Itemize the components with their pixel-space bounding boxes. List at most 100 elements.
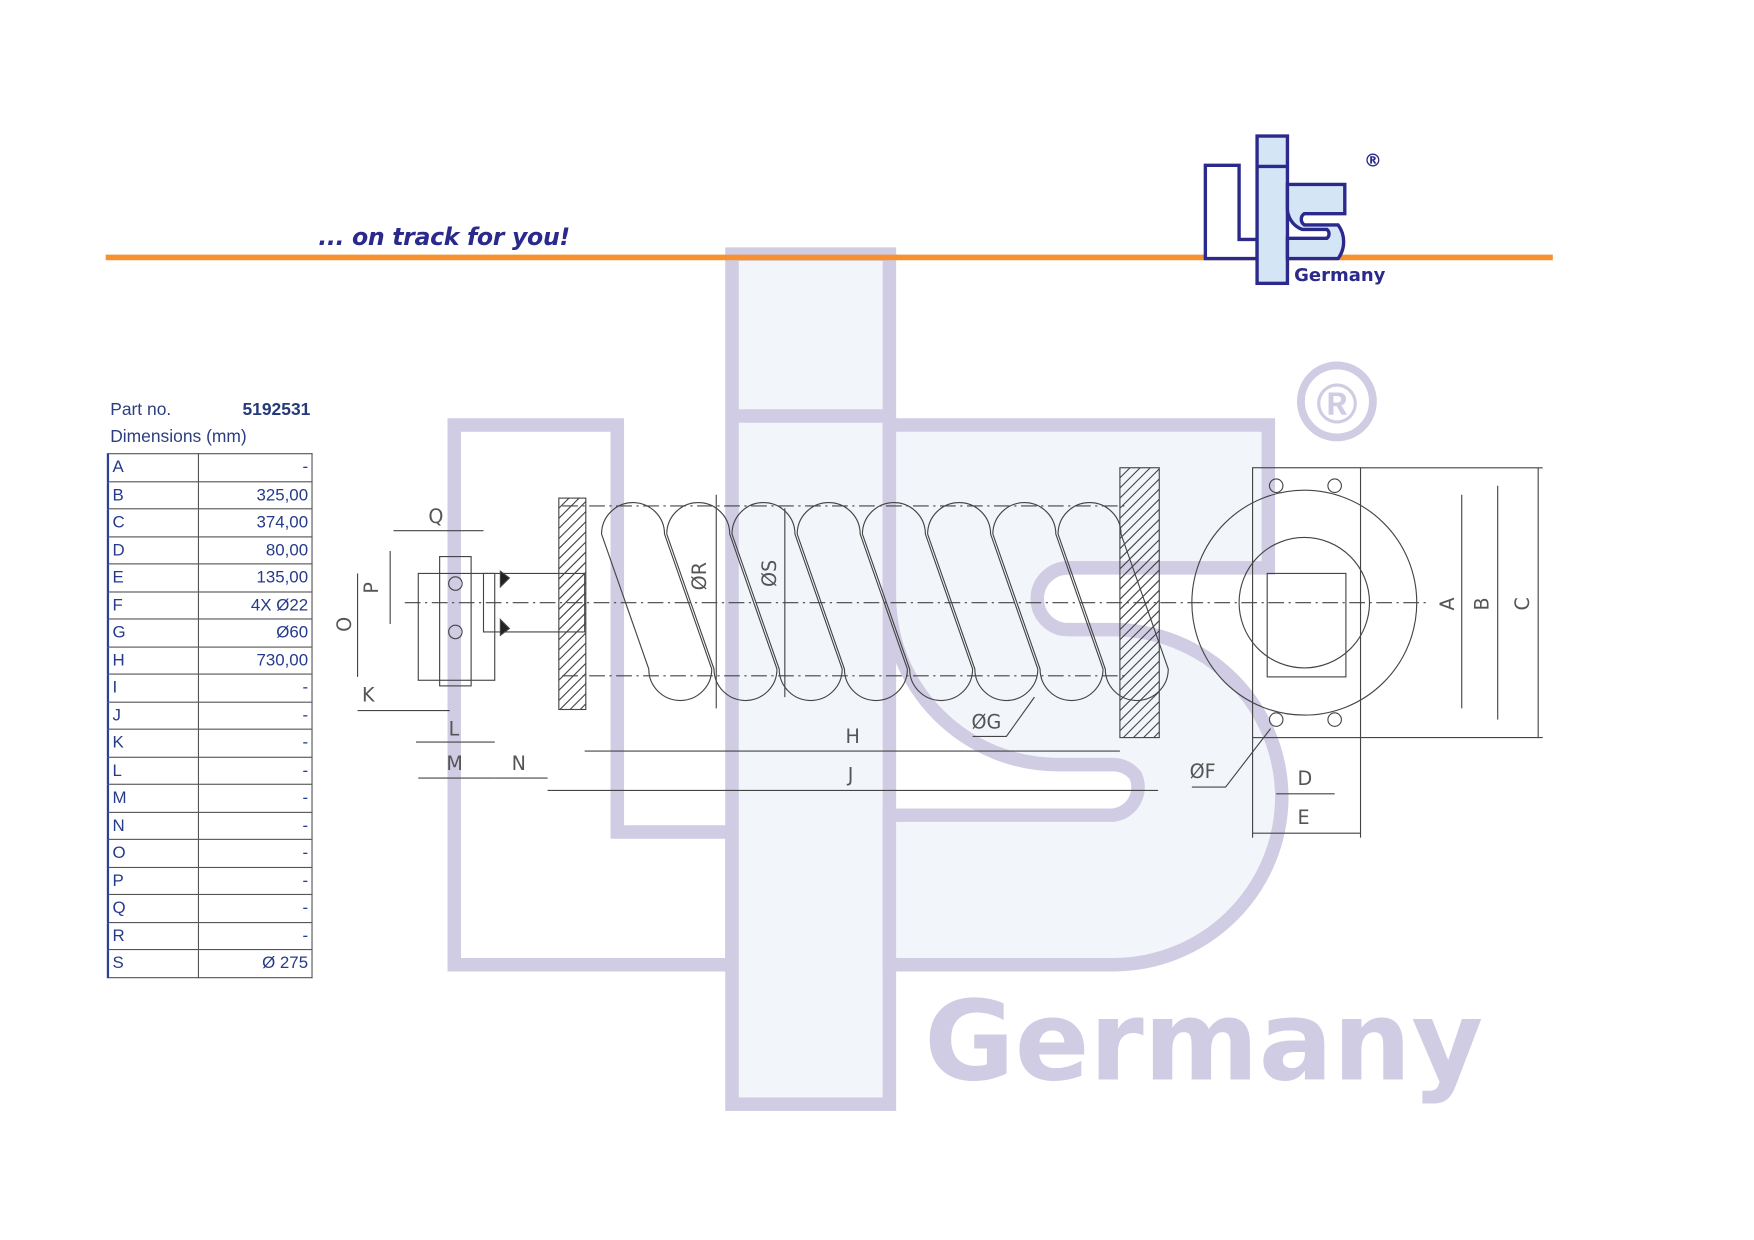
hatch-line bbox=[558, 511, 587, 539]
hatch-line bbox=[1119, 498, 1160, 539]
dim-label-e: E bbox=[1298, 806, 1310, 829]
dim-label-m: M bbox=[446, 752, 463, 775]
dim-label-g: ØG bbox=[971, 711, 1001, 734]
spring-seat-left bbox=[558, 497, 587, 711]
hatch-line bbox=[558, 551, 587, 580]
dimension-value: 730,00 bbox=[197, 645, 313, 675]
hatch-line bbox=[558, 541, 587, 570]
dim-label-s: ØS bbox=[758, 560, 781, 587]
dimension-key: K bbox=[106, 728, 200, 758]
spring-coil bbox=[600, 502, 713, 702]
dimension-key: C bbox=[106, 508, 200, 537]
hatch-line bbox=[558, 582, 587, 610]
dim-label-j: J bbox=[847, 763, 854, 786]
hatch-line bbox=[558, 521, 587, 550]
hatch-line bbox=[1119, 467, 1141, 489]
hatch-line bbox=[1119, 519, 1160, 560]
spring-coil bbox=[927, 502, 1039, 702]
dim-label-q: Q bbox=[428, 505, 443, 528]
hatch-line bbox=[1119, 508, 1160, 550]
dimension-value: 325,00 bbox=[197, 480, 313, 510]
hatch-line bbox=[558, 642, 587, 671]
hatch-line bbox=[1119, 529, 1160, 570]
dimension-value: Ø 275 bbox=[197, 949, 313, 978]
dimension-key: I bbox=[106, 673, 200, 703]
dimension-value: - bbox=[197, 673, 313, 703]
hatch-line bbox=[1119, 549, 1160, 590]
hatch-line bbox=[569, 693, 587, 710]
dim-label-h: H bbox=[846, 725, 860, 748]
hatch-line bbox=[1119, 589, 1160, 631]
dim-label-b: B bbox=[1471, 597, 1494, 610]
dimension-value: - bbox=[197, 893, 313, 923]
hatch-line bbox=[558, 652, 587, 681]
dimension-key: A bbox=[106, 453, 200, 482]
watermark-letter-s bbox=[882, 418, 1289, 972]
spring-coil bbox=[666, 502, 778, 702]
dimension-value: - bbox=[197, 756, 313, 785]
hatch-line bbox=[558, 571, 587, 600]
yoke-body bbox=[417, 572, 496, 681]
dimension-value: 135,00 bbox=[197, 563, 313, 592]
hatch-line bbox=[558, 497, 580, 519]
watermark-logo bbox=[447, 247, 1377, 1111]
watermark-letter-i bbox=[725, 247, 897, 1111]
spring-coil bbox=[861, 502, 974, 702]
dimension-row: I- bbox=[106, 673, 313, 703]
hatch-line bbox=[1119, 660, 1160, 701]
spring-coil bbox=[796, 502, 908, 702]
dim-label-o: O bbox=[333, 617, 356, 632]
dimension-value: - bbox=[197, 783, 313, 813]
hatch-line bbox=[558, 561, 587, 590]
dimension-key: H bbox=[106, 645, 200, 675]
dimension-row: M- bbox=[106, 783, 313, 813]
watermark-registered-mark: ® bbox=[1316, 372, 1357, 435]
hatch-line bbox=[1119, 620, 1160, 661]
dimension-key: G bbox=[106, 618, 200, 648]
hatch-line bbox=[1119, 467, 1151, 499]
hatch-line bbox=[558, 501, 587, 529]
dimension-value: - bbox=[197, 453, 313, 482]
dimension-value: - bbox=[197, 838, 313, 868]
hatch-line bbox=[1119, 670, 1160, 712]
dimension-key: L bbox=[106, 756, 200, 785]
dimension-row: O- bbox=[106, 838, 313, 868]
watermark-registered-circle bbox=[1296, 361, 1377, 442]
dimension-value: 374,00 bbox=[197, 508, 313, 537]
dim-label-d: D bbox=[1298, 767, 1313, 790]
hatch-line bbox=[558, 673, 587, 701]
dim-label-c: C bbox=[1511, 597, 1534, 610]
hatch-line bbox=[1119, 559, 1160, 600]
hatch-line bbox=[1119, 630, 1160, 671]
dimension-row: A- bbox=[106, 453, 313, 482]
hatch-line bbox=[1119, 468, 1160, 509]
spring-coil bbox=[992, 502, 1104, 702]
dim-label-r: ØR bbox=[688, 562, 711, 590]
dimension-key: J bbox=[106, 701, 200, 730]
dimension-key: O bbox=[106, 838, 200, 868]
dimension-key: N bbox=[106, 811, 200, 840]
hatch-line bbox=[1119, 579, 1160, 620]
dimension-labels: Q P O K L M N ØR ØS ØG H J ØF D E A B C bbox=[333, 505, 1534, 829]
dim-label-f: ØF bbox=[1190, 760, 1216, 783]
dimension-value: - bbox=[197, 811, 313, 840]
slogan: ... on track for you! bbox=[318, 223, 570, 251]
dimension-value: Ø60 bbox=[197, 618, 313, 648]
dimension-value: - bbox=[197, 921, 313, 951]
hatch-line bbox=[558, 497, 570, 509]
hatch-line bbox=[1143, 721, 1160, 739]
part-number-value: 5192531 bbox=[242, 400, 311, 420]
hatch-line bbox=[1119, 488, 1160, 529]
dim-label-p: P bbox=[360, 582, 383, 594]
end-view-bracket bbox=[1252, 467, 1362, 739]
hatch-line bbox=[579, 703, 587, 710]
dimension-key: B bbox=[106, 480, 200, 510]
